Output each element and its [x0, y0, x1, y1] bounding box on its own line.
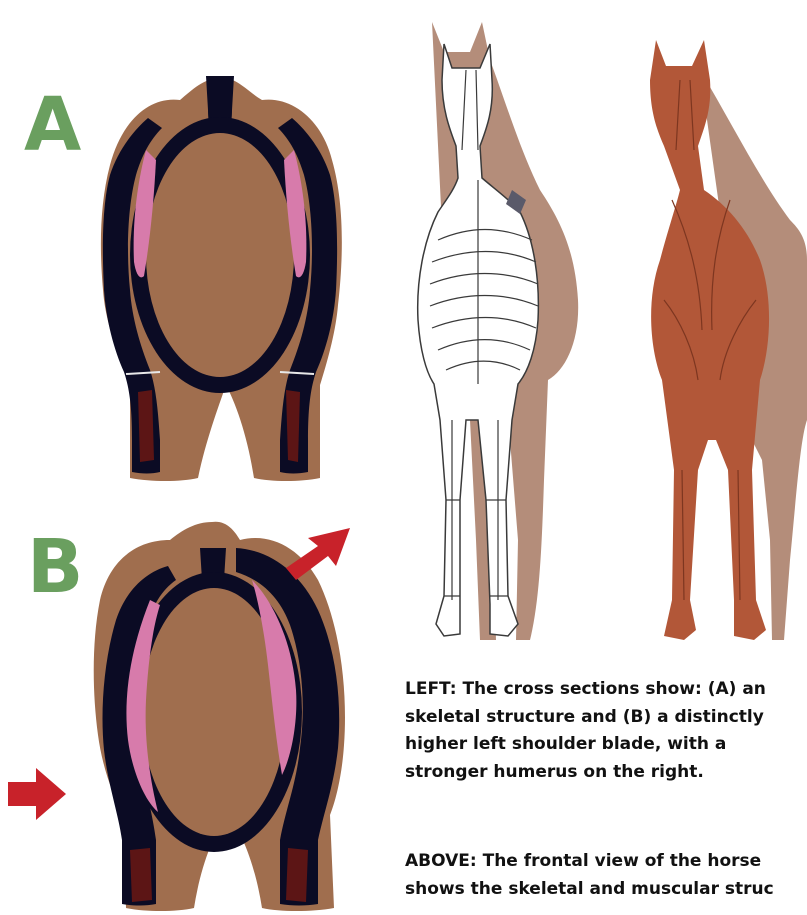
caption-left: LEFT: The cross sections show: (A) an sk…: [405, 676, 807, 786]
cross-section-b-left-marrow: [130, 848, 152, 902]
caption-above-line: shows the skeletal and muscular struc: [405, 876, 807, 904]
cross-section-b-label: B: [27, 530, 83, 604]
cross-section-b: [94, 522, 345, 911]
caption-left-line: LEFT: The cross sections show: (A) an: [405, 676, 807, 704]
cross-section-a: [101, 76, 342, 481]
horse-skeleton-illustration: [418, 22, 578, 640]
caption-left-line: stronger humerus on the right.: [405, 759, 807, 787]
cross-section-b-right-marrow: [286, 848, 308, 902]
caption-above-line: ABOVE: The frontal view of the horse: [405, 848, 807, 876]
caption-left-line: skeletal structure and (B) a distinctly: [405, 704, 807, 732]
horse-muscle-illustration: [650, 40, 807, 640]
caption-above: ABOVE: The frontal view of the horse sho…: [405, 848, 807, 903]
cross-section-a-right-marrow: [286, 390, 300, 462]
cross-section-a-left-marrow: [138, 390, 154, 462]
cross-section-a-label: A: [24, 88, 81, 162]
arrow-icon: [8, 768, 66, 820]
cross-section-a-cavity: [146, 133, 294, 377]
caption-left-line: higher left shoulder blade, with a: [405, 731, 807, 759]
